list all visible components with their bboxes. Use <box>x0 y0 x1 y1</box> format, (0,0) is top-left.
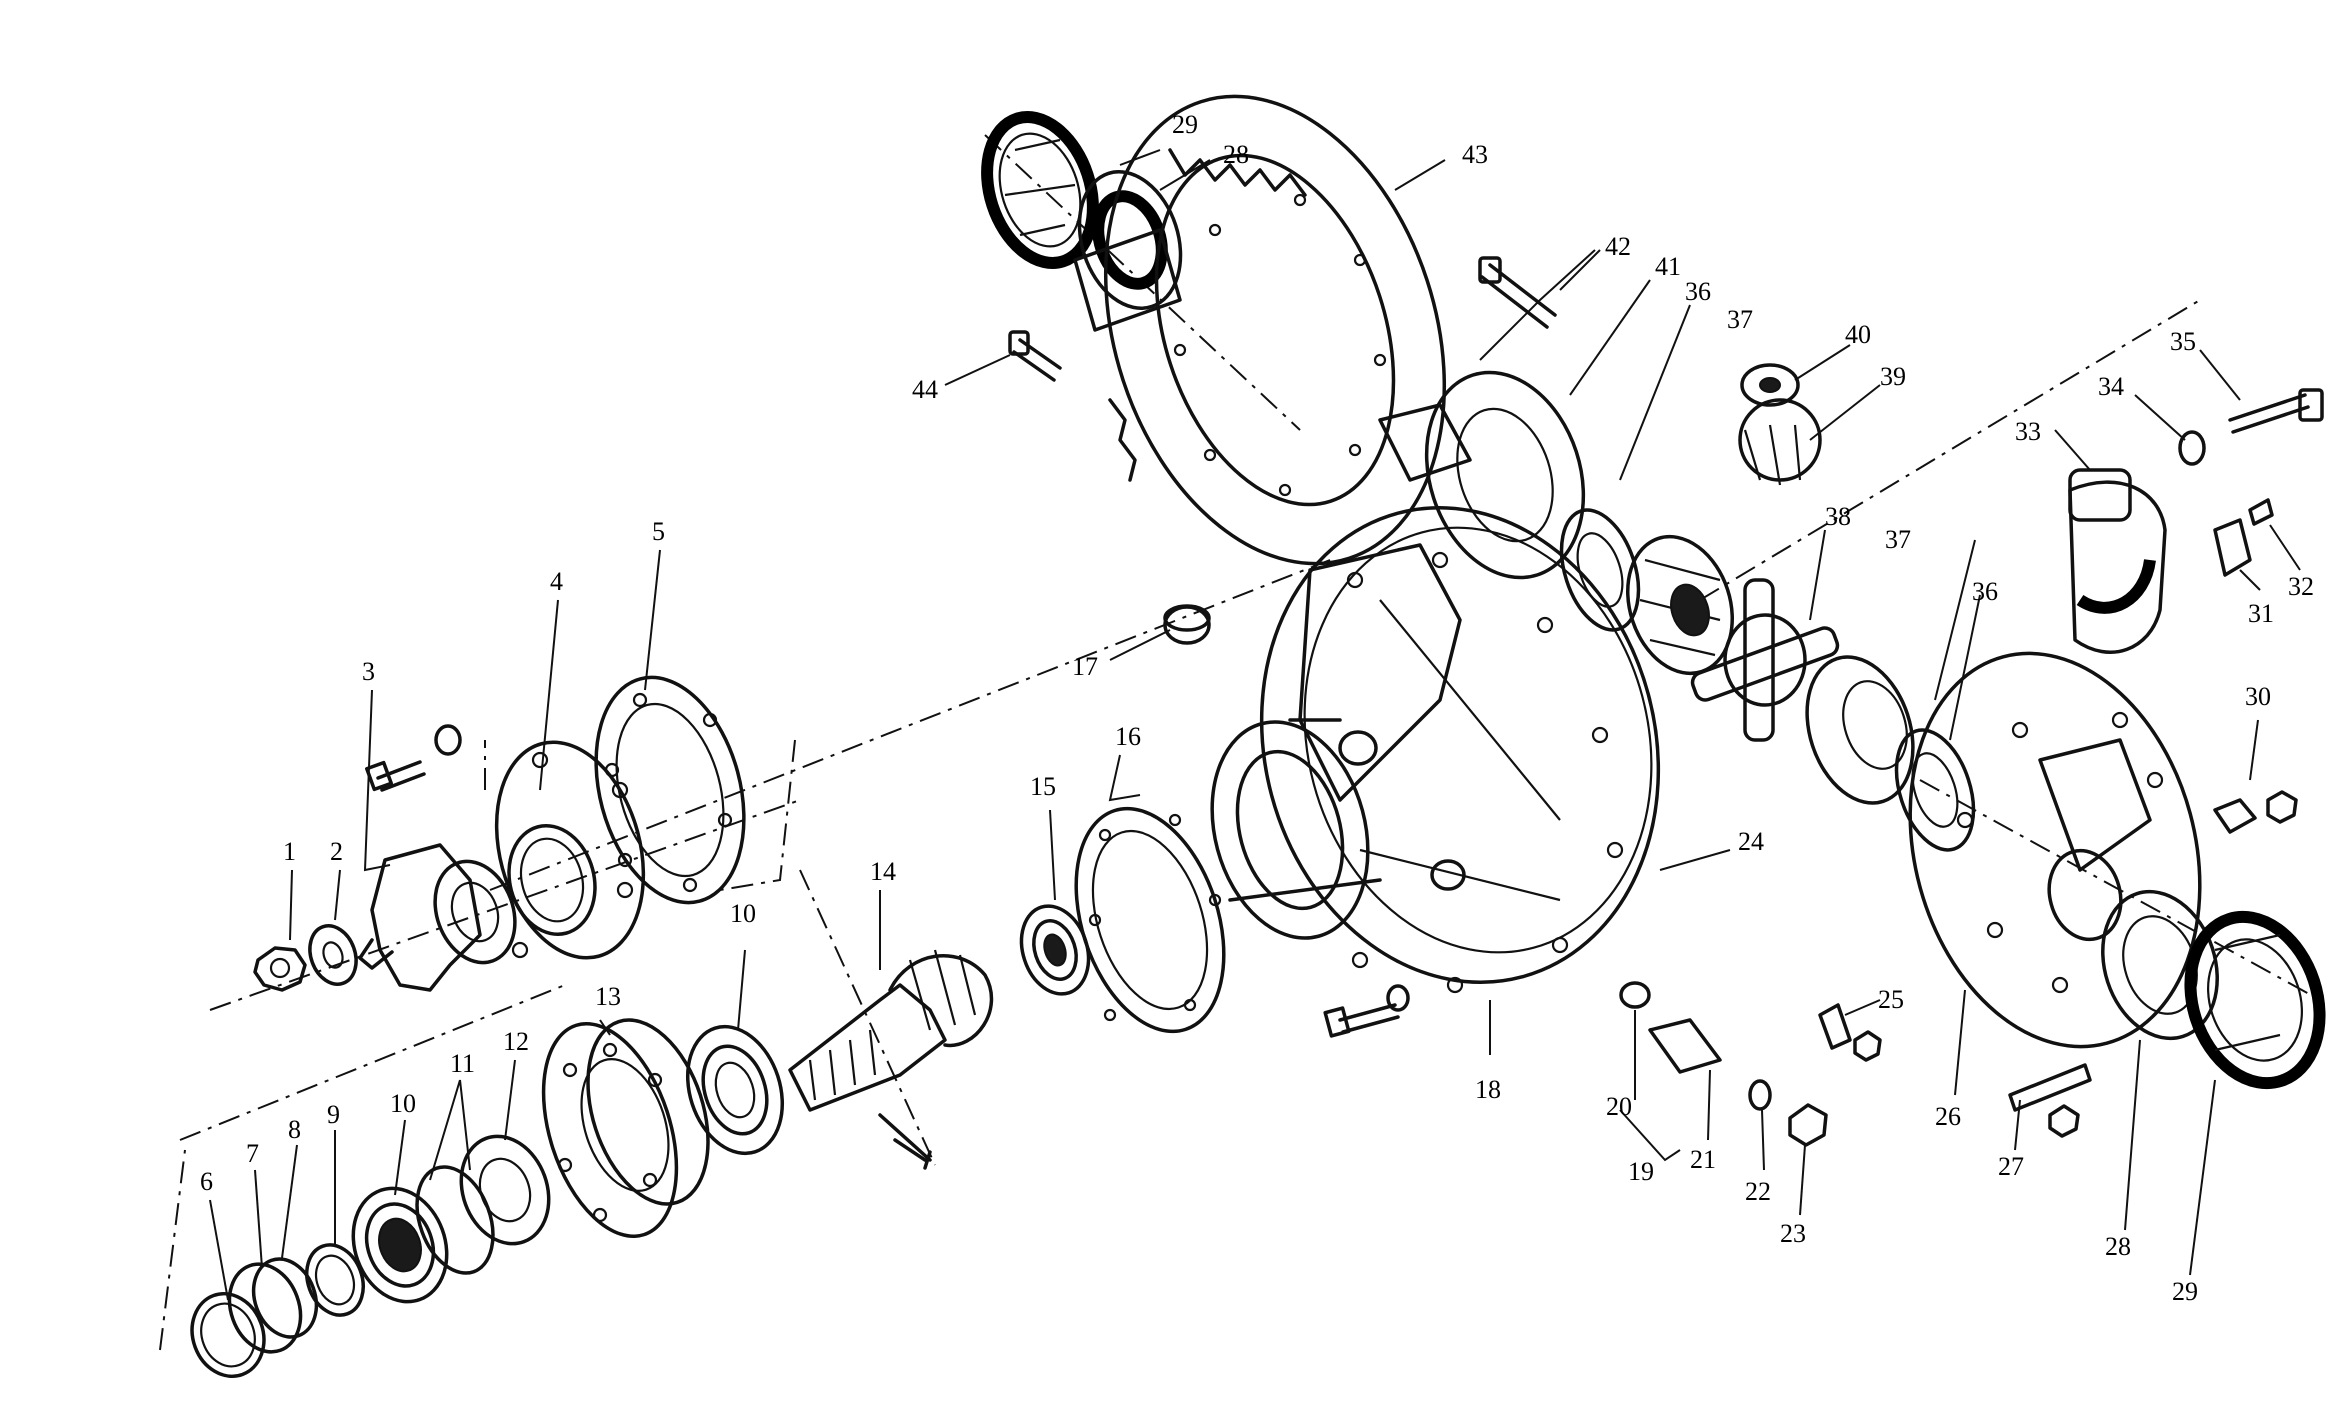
bearing-stack <box>190 1134 551 1378</box>
thrust-washer-left <box>1559 508 1641 632</box>
pinion-washer-top <box>1740 363 1800 407</box>
label-part-11: 11 <box>450 1049 475 1078</box>
label-part-3: 3 <box>362 657 375 686</box>
side-bearing-cup-right <box>2184 910 2326 1090</box>
side-bearing-cone-top <box>1073 170 1183 332</box>
label-part-20: 20 <box>1606 1092 1632 1121</box>
label-part-24: 24 <box>1738 827 1764 856</box>
label-part-37-top: 37 <box>1727 305 1753 334</box>
label-part-35: 35 <box>2170 327 2196 356</box>
housing-plug <box>1163 604 1211 645</box>
pinion-pilot-bearing <box>1019 904 1091 996</box>
retainer-gasket <box>594 675 746 905</box>
label-part-42: 42 <box>1605 232 1631 261</box>
bearing-stack-bracket <box>159 1149 186 1351</box>
cap-washer <box>2178 430 2206 466</box>
label-part-2: 2 <box>330 837 343 866</box>
label-part-17: 17 <box>1072 652 1098 681</box>
ring-gear <box>1103 94 1447 566</box>
label-part-22: 22 <box>1745 1177 1771 1206</box>
part-number-labels: 1 2 3 4 5 6 7 8 9 10 10 11 12 13 14 15 1… <box>200 110 2314 1306</box>
label-part-1: 1 <box>283 837 296 866</box>
gasket-bracket <box>484 739 796 891</box>
label-part-7: 7 <box>246 1139 259 1168</box>
label-part-28-top: 28 <box>1223 140 1249 169</box>
side-bearing-cup-top <box>981 111 1099 269</box>
label-part-25: 25 <box>1878 985 1904 1014</box>
label-part-30: 30 <box>2245 682 2271 711</box>
label-part-38: 38 <box>1825 502 1851 531</box>
pinion-flange-axis <box>209 799 801 1011</box>
bearing-cap <box>2068 468 2167 654</box>
label-part-5: 5 <box>652 517 665 546</box>
label-part-36-right: 36 <box>1972 577 1998 606</box>
label-part-6: 6 <box>200 1167 213 1196</box>
differential-case-half <box>1378 370 1586 580</box>
label-part-8: 8 <box>288 1115 301 1144</box>
ring-gear-bolt <box>1478 256 1557 329</box>
pinion-gear-top <box>1738 398 1822 486</box>
label-part-18: 18 <box>1475 1075 1501 1104</box>
retainer-bolt <box>365 724 462 792</box>
pinion-axis <box>489 559 1331 891</box>
label-part-36-top: 36 <box>1685 277 1711 306</box>
label-part-13: 13 <box>595 982 621 1011</box>
label-part-28-bottom: 28 <box>2105 1232 2131 1261</box>
label-part-29-bottom: 29 <box>2172 1277 2198 1306</box>
label-part-9: 9 <box>327 1100 340 1129</box>
label-part-12: 12 <box>503 1027 529 1056</box>
ring-gear-bolt-lower <box>1008 330 1062 382</box>
spider-cross <box>1690 578 1840 742</box>
label-part-41: 41 <box>1655 252 1681 281</box>
label-part-37-right: 37 <box>1885 525 1911 554</box>
label-part-43: 43 <box>1462 140 1488 169</box>
pinion-bearing <box>685 1024 785 1156</box>
breather-assembly <box>1619 981 1828 1147</box>
pinion-shaft-axis <box>799 869 936 1166</box>
carrier-axis <box>1699 299 2201 601</box>
adjuster-lock <box>2213 790 2298 834</box>
carrier-gasket-ring <box>1074 806 1226 1034</box>
pinion-washer <box>308 924 358 986</box>
label-part-44: 44 <box>912 375 938 404</box>
label-part-32: 32 <box>2288 572 2314 601</box>
differential-case-right <box>1908 651 2202 1049</box>
label-part-10-lower: 10 <box>390 1089 416 1118</box>
pinion-cage <box>541 1018 710 1238</box>
label-part-26: 26 <box>1935 1102 1961 1131</box>
label-part-14: 14 <box>870 857 896 886</box>
thrust-washer-right <box>1894 728 1976 852</box>
differential-carrier-housing <box>1210 505 1661 994</box>
side-gear-right <box>1805 655 1915 805</box>
label-part-21: 21 <box>1690 1145 1716 1174</box>
lock-plate <box>2213 498 2274 577</box>
label-part-15: 15 <box>1030 772 1056 801</box>
label-part-31: 31 <box>2248 599 2274 628</box>
bearing-retainer <box>494 740 646 960</box>
label-part-4: 4 <box>550 567 563 596</box>
label-part-40: 40 <box>1845 320 1871 349</box>
label-part-16: 16 <box>1115 722 1141 751</box>
label-part-23: 23 <box>1780 1219 1806 1248</box>
label-part-29-top: 29 <box>1172 110 1198 139</box>
housing-bolt <box>1323 984 1410 1038</box>
companion-flange-yoke <box>358 843 517 992</box>
pinion-bearing-axis <box>179 984 566 1141</box>
cap-bolt <box>2228 388 2324 434</box>
label-part-33: 33 <box>2015 417 2041 446</box>
pinion-nut <box>253 946 307 992</box>
drive-pinion <box>788 949 994 1170</box>
label-part-19: 19 <box>1628 1157 1654 1186</box>
label-part-39: 39 <box>1880 362 1906 391</box>
lock-tab-bottom <box>2008 1063 2092 1138</box>
label-part-27: 27 <box>1998 1152 2024 1181</box>
label-part-10-upper: 10 <box>730 899 756 928</box>
leader-lines <box>209 149 2301 1301</box>
label-part-34: 34 <box>2098 372 2124 401</box>
lock-tab-lower <box>1818 1003 1882 1062</box>
